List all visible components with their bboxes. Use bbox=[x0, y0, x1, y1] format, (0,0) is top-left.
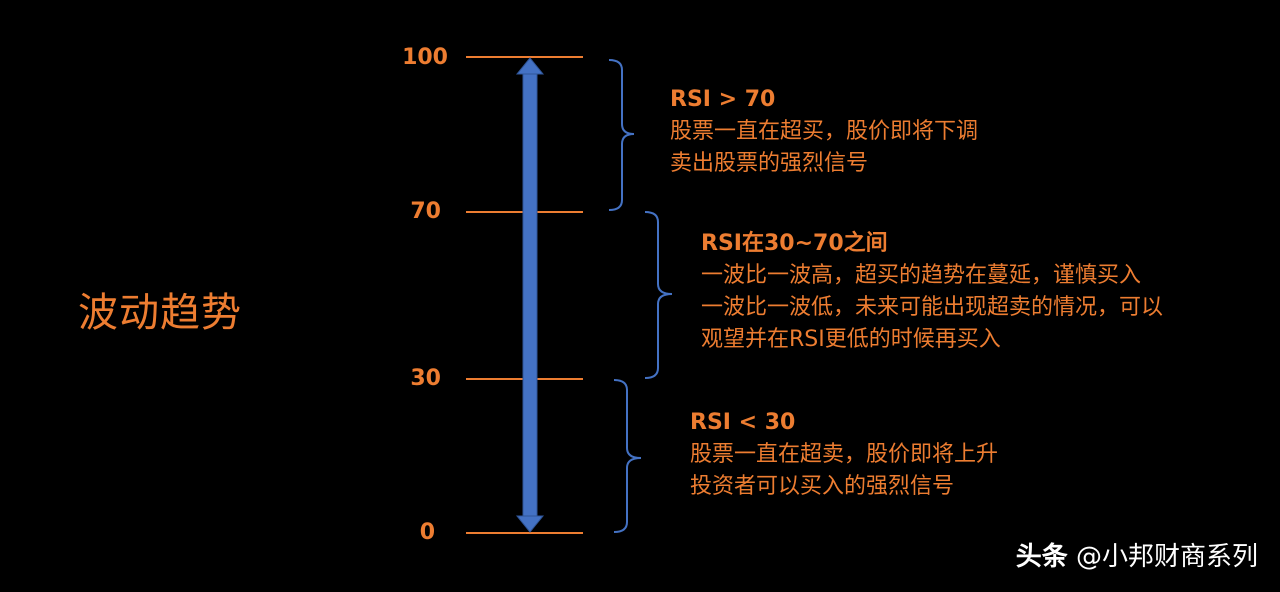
zone-overbought: RSI > 70 股票一直在超买，股价即将下调 卖出股票的强烈信号 bbox=[670, 84, 978, 180]
level-line-100 bbox=[466, 56, 583, 58]
double-arrow-icon bbox=[515, 57, 545, 533]
side-title: 波动趋势 bbox=[78, 290, 242, 336]
zone-oversold-line-1: 股票一直在超卖，股价即将上升 bbox=[690, 442, 999, 467]
level-label-30: 30 bbox=[410, 366, 441, 391]
zone-neutral-title: RSI在30~70之间 bbox=[701, 231, 888, 256]
level-line-0 bbox=[466, 532, 583, 534]
zone-neutral: RSI在30~70之间 一波比一波高，超买的趋势在蔓延，谨慎买入 一波比一波低，… bbox=[701, 228, 1163, 356]
watermark-brand: 头条 bbox=[1015, 542, 1068, 572]
zone-oversold-line-2: 投资者可以买入的强烈信号 bbox=[690, 474, 955, 499]
level-label-0: 0 bbox=[419, 520, 435, 545]
watermark: 头条 @小邦财商系列 bbox=[1016, 536, 1258, 573]
zone-neutral-line-1: 一波比一波高，超买的趋势在蔓延，谨慎买入 bbox=[701, 263, 1142, 288]
zone-overbought-line-2: 卖出股票的强烈信号 bbox=[670, 151, 869, 176]
zone-overbought-line-1: 股票一直在超买，股价即将下调 bbox=[670, 119, 979, 144]
zone-oversold-title: RSI < 30 bbox=[690, 410, 796, 435]
level-label-70: 70 bbox=[410, 199, 441, 224]
bracket-upper bbox=[608, 59, 635, 211]
zone-oversold: RSI < 30 股票一直在超卖，股价即将上升 投资者可以买入的强烈信号 bbox=[690, 407, 998, 503]
level-label-100: 100 bbox=[402, 45, 448, 70]
zone-neutral-line-3: 观望并在RSI更低的时候再买入 bbox=[701, 327, 1001, 352]
bracket-lower bbox=[613, 379, 642, 533]
zone-overbought-title: RSI > 70 bbox=[670, 87, 776, 112]
bracket-middle bbox=[644, 211, 673, 379]
watermark-handle: @小邦财商系列 bbox=[1075, 542, 1258, 572]
zone-neutral-line-2: 一波比一波低，未来可能出现超卖的情况，可以 bbox=[701, 295, 1164, 320]
